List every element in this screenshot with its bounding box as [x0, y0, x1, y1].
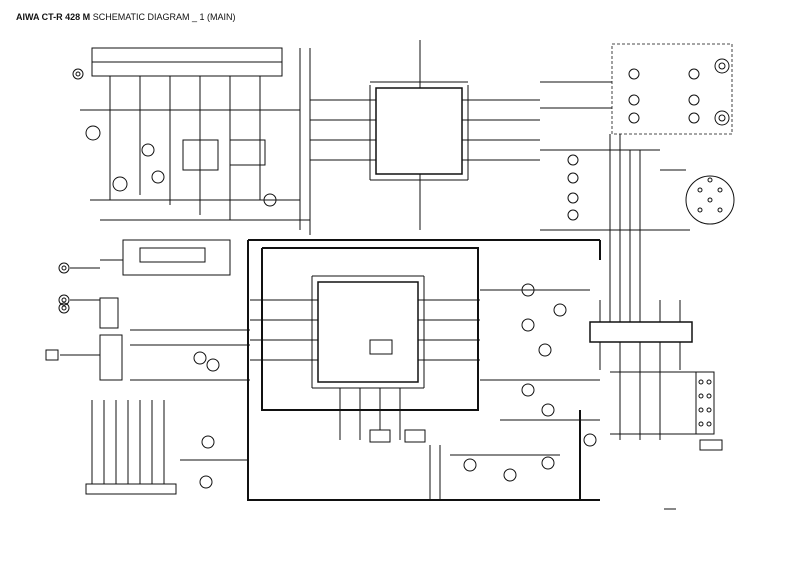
tuner-connector	[91, 47, 283, 77]
model-name: AIWA CT-R 428 M	[16, 12, 91, 22]
lower-left-circuit	[85, 329, 250, 495]
middle-right-transistors	[480, 283, 600, 470]
right-middle-ic	[589, 300, 693, 440]
bottom-center-circuit	[369, 429, 560, 500]
diagram-subtitle: SCHEMATIC DIAGRAM _ 1 (MAIN)	[92, 12, 236, 22]
top-right-section	[540, 43, 733, 135]
upper-left-circuit	[80, 76, 310, 221]
power-bus	[247, 239, 601, 501]
audio-module	[100, 239, 231, 276]
page-title: AIWA CT-R 428 M SCHEMATIC DIAGRAM _ 1 (M…	[16, 12, 236, 22]
left-jacks	[45, 262, 123, 381]
top-center-ic	[299, 40, 540, 235]
din-connector	[660, 169, 735, 231]
main-microcontroller	[250, 275, 480, 440]
right-terminal-block	[610, 371, 723, 451]
left-jack-top	[72, 68, 84, 80]
